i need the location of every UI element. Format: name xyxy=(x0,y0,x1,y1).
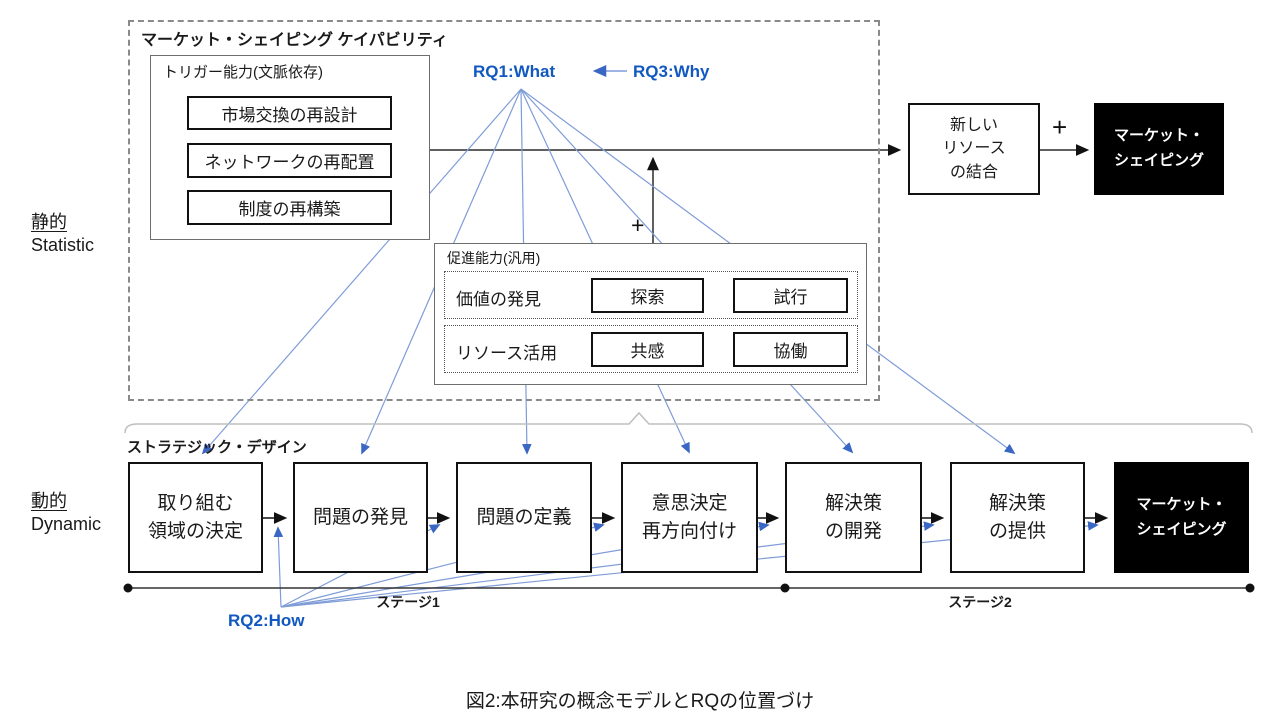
box-line: シェイピング xyxy=(1113,152,1204,169)
dynamic-label-jp: 動的 xyxy=(31,491,67,511)
market-shaping-outcome-dynamic: マーケット・ シェイピング xyxy=(1114,462,1249,573)
step-solution-delivery: 解決策の提供 xyxy=(950,462,1085,573)
facilitation-item-exploration: 探索 xyxy=(591,278,704,313)
section-brace xyxy=(124,411,1253,434)
new-resource-combination-box: 新しい リソース の結合 xyxy=(908,103,1040,195)
facilitation-item-empathy: 共感 xyxy=(591,332,704,367)
facilitation-row-resource-use: リソース活用 共感 協働 xyxy=(444,325,858,373)
dynamic-axis-label: 動的 Dynamic xyxy=(31,490,101,536)
rq3-label: RQ3:Why xyxy=(633,62,710,81)
box-line: 再方向付け xyxy=(641,520,737,542)
dynamic-label-en: Dynamic xyxy=(31,514,102,534)
step-problem-discovery: 問題の発見 xyxy=(293,462,428,573)
strategic-design-title: ストラテジック・デザイン xyxy=(127,439,307,456)
box-line: リソース xyxy=(942,140,1006,158)
capability-section-title: マーケット・シェイピング ケイパビリティ xyxy=(141,32,448,49)
box-line: の開発 xyxy=(824,520,882,542)
box-line: 解決策 xyxy=(988,492,1046,514)
box-line: 取り組む xyxy=(157,492,234,514)
static-flow-arrows xyxy=(430,144,1090,243)
plus-sign-middle: + xyxy=(631,212,645,238)
capability-section-box xyxy=(128,20,880,401)
trigger-item-network-reconfig: ネットワークの再配置 xyxy=(187,143,392,178)
static-axis-label: 静的 Statistic xyxy=(31,211,94,257)
stage2-label: ステージ2 xyxy=(948,594,1012,610)
step-problem-definition: 問題の定義 xyxy=(456,462,592,573)
step-solution-development: 解決策の開発 xyxy=(785,462,922,573)
facilitation-row-label: リソース活用 xyxy=(456,344,558,363)
box-line: マーケット・ xyxy=(1113,127,1204,145)
facilitation-row-label: 価値の発見 xyxy=(456,290,541,309)
facilitation-item-collaboration: 協働 xyxy=(733,332,848,367)
rq1-label: RQ1:What xyxy=(473,62,556,81)
facilitation-item-trial: 試行 xyxy=(733,278,848,313)
stage1-label: ステージ1 xyxy=(376,594,440,610)
box-line: シェイピング xyxy=(1136,520,1227,538)
figure-caption: 図2:本研究の概念モデルとRQの位置づけ xyxy=(465,691,815,712)
step-decision-reorientation: 意思決定再方向付け xyxy=(621,462,758,573)
step-domain-decision: 取り組む領域の決定 xyxy=(128,462,263,573)
box-line: 新しい xyxy=(949,117,998,135)
box-line: マーケット・ xyxy=(1136,495,1227,513)
facilitation-capability-title: 促進能力(汎用) xyxy=(447,250,541,266)
plus-sign-top: + xyxy=(1052,112,1068,142)
rq2-label: RQ2:How xyxy=(228,611,305,630)
facilitation-row-value-discovery: 価値の発見 探索 試行 xyxy=(444,271,858,319)
box-line: 領域の決定 xyxy=(147,520,243,542)
trigger-item-institution-rebuild: 制度の再構築 xyxy=(187,190,392,225)
trigger-capability-title: トリガー能力(文脈依存) xyxy=(163,64,323,81)
box-line: の結合 xyxy=(949,163,998,181)
static-label-jp: 静的 xyxy=(31,212,67,232)
market-shaping-outcome-static: マーケット・ シェイピング xyxy=(1094,103,1224,195)
stage-timeline xyxy=(123,583,1255,593)
trigger-item-market-redesign: 市場交換の再設計 xyxy=(187,96,392,130)
static-label-en: Statistic xyxy=(31,235,95,255)
box-line: 解決策 xyxy=(824,492,882,514)
box-line: の提供 xyxy=(988,520,1046,542)
box-line: 意思決定 xyxy=(651,492,728,514)
box-line: 問題の発見 xyxy=(312,506,408,528)
box-line: 問題の定義 xyxy=(476,506,572,528)
